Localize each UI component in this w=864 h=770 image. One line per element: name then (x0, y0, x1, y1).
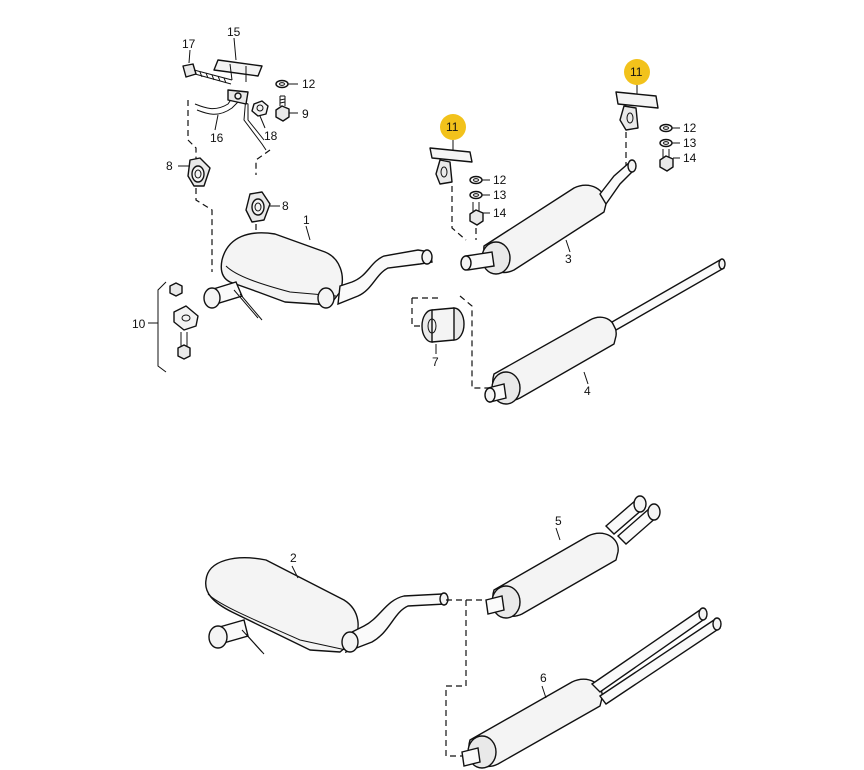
label-18: 18 (264, 129, 278, 143)
part-16-hanger-rod[interactable] (194, 89, 267, 151)
part-11-hanger-bracket-b[interactable] (615, 91, 659, 131)
label-6: 6 (540, 671, 547, 685)
part-11-hanger-bracket-a[interactable] (429, 147, 473, 185)
label-13-a: 13 (493, 188, 507, 202)
part-18-nut[interactable] (251, 100, 269, 117)
label-16: 16 (210, 131, 224, 145)
label-14-b: 14 (683, 151, 697, 165)
label-13-b: 13 (683, 136, 697, 150)
label-1: 1 (303, 213, 310, 227)
part-8-rubber-mount-a[interactable] (187, 157, 211, 187)
part-14-bolt-a[interactable] (469, 202, 484, 226)
part-11-highlight-a (440, 114, 466, 140)
label-14-a: 14 (493, 206, 507, 220)
label-15: 15 (227, 25, 241, 39)
part-7-rubber-hanger[interactable] (421, 307, 465, 343)
label-4: 4 (584, 384, 591, 398)
part-9-bolt[interactable] (275, 95, 290, 122)
label-17: 17 (182, 37, 196, 51)
label-5: 5 (555, 514, 562, 528)
label-12-a: 12 (302, 77, 316, 91)
part-8-rubber-mount-b[interactable] (245, 191, 271, 223)
part-3-center-muffler[interactable] (460, 159, 637, 275)
part-14-bolt-b[interactable] (659, 149, 674, 172)
part-15-bracket[interactable] (213, 59, 263, 82)
label-12-c: 12 (683, 121, 697, 135)
part-13-spring-washer-a[interactable] (469, 190, 483, 200)
callout-labels: 15 17 12 9 18 16 8 8 1 10 7 11 12 13 14 … (132, 25, 697, 685)
label-7: 7 (432, 355, 439, 369)
label-12-b: 12 (493, 173, 507, 187)
part-2-front-muffler[interactable] (205, 557, 449, 655)
label-9: 9 (302, 107, 309, 121)
label-11-a: 11 (446, 120, 459, 134)
label-8-a: 8 (166, 159, 173, 173)
part-12-washer-a[interactable] (275, 79, 289, 89)
label-8-b: 8 (282, 199, 289, 213)
part-1-front-muffler[interactable] (203, 232, 433, 321)
label-3: 3 (565, 252, 572, 266)
label-11-b: 11 (630, 65, 643, 79)
label-10: 10 (132, 317, 146, 331)
part-11-highlight-b (624, 59, 650, 85)
part-13-spring-washer-b[interactable] (659, 138, 673, 148)
part-5-rear-muffler-twin[interactable] (485, 495, 661, 619)
label-2: 2 (290, 551, 297, 565)
part-12-washer-b[interactable] (469, 175, 483, 185)
part-17-bolt[interactable] (182, 63, 233, 85)
part-6-rear-muffler-long[interactable] (461, 607, 722, 769)
part-12-washer-c[interactable] (659, 123, 673, 133)
part-4-rear-muffler[interactable] (484, 258, 726, 405)
part-10-clamp-set[interactable] (169, 282, 199, 360)
